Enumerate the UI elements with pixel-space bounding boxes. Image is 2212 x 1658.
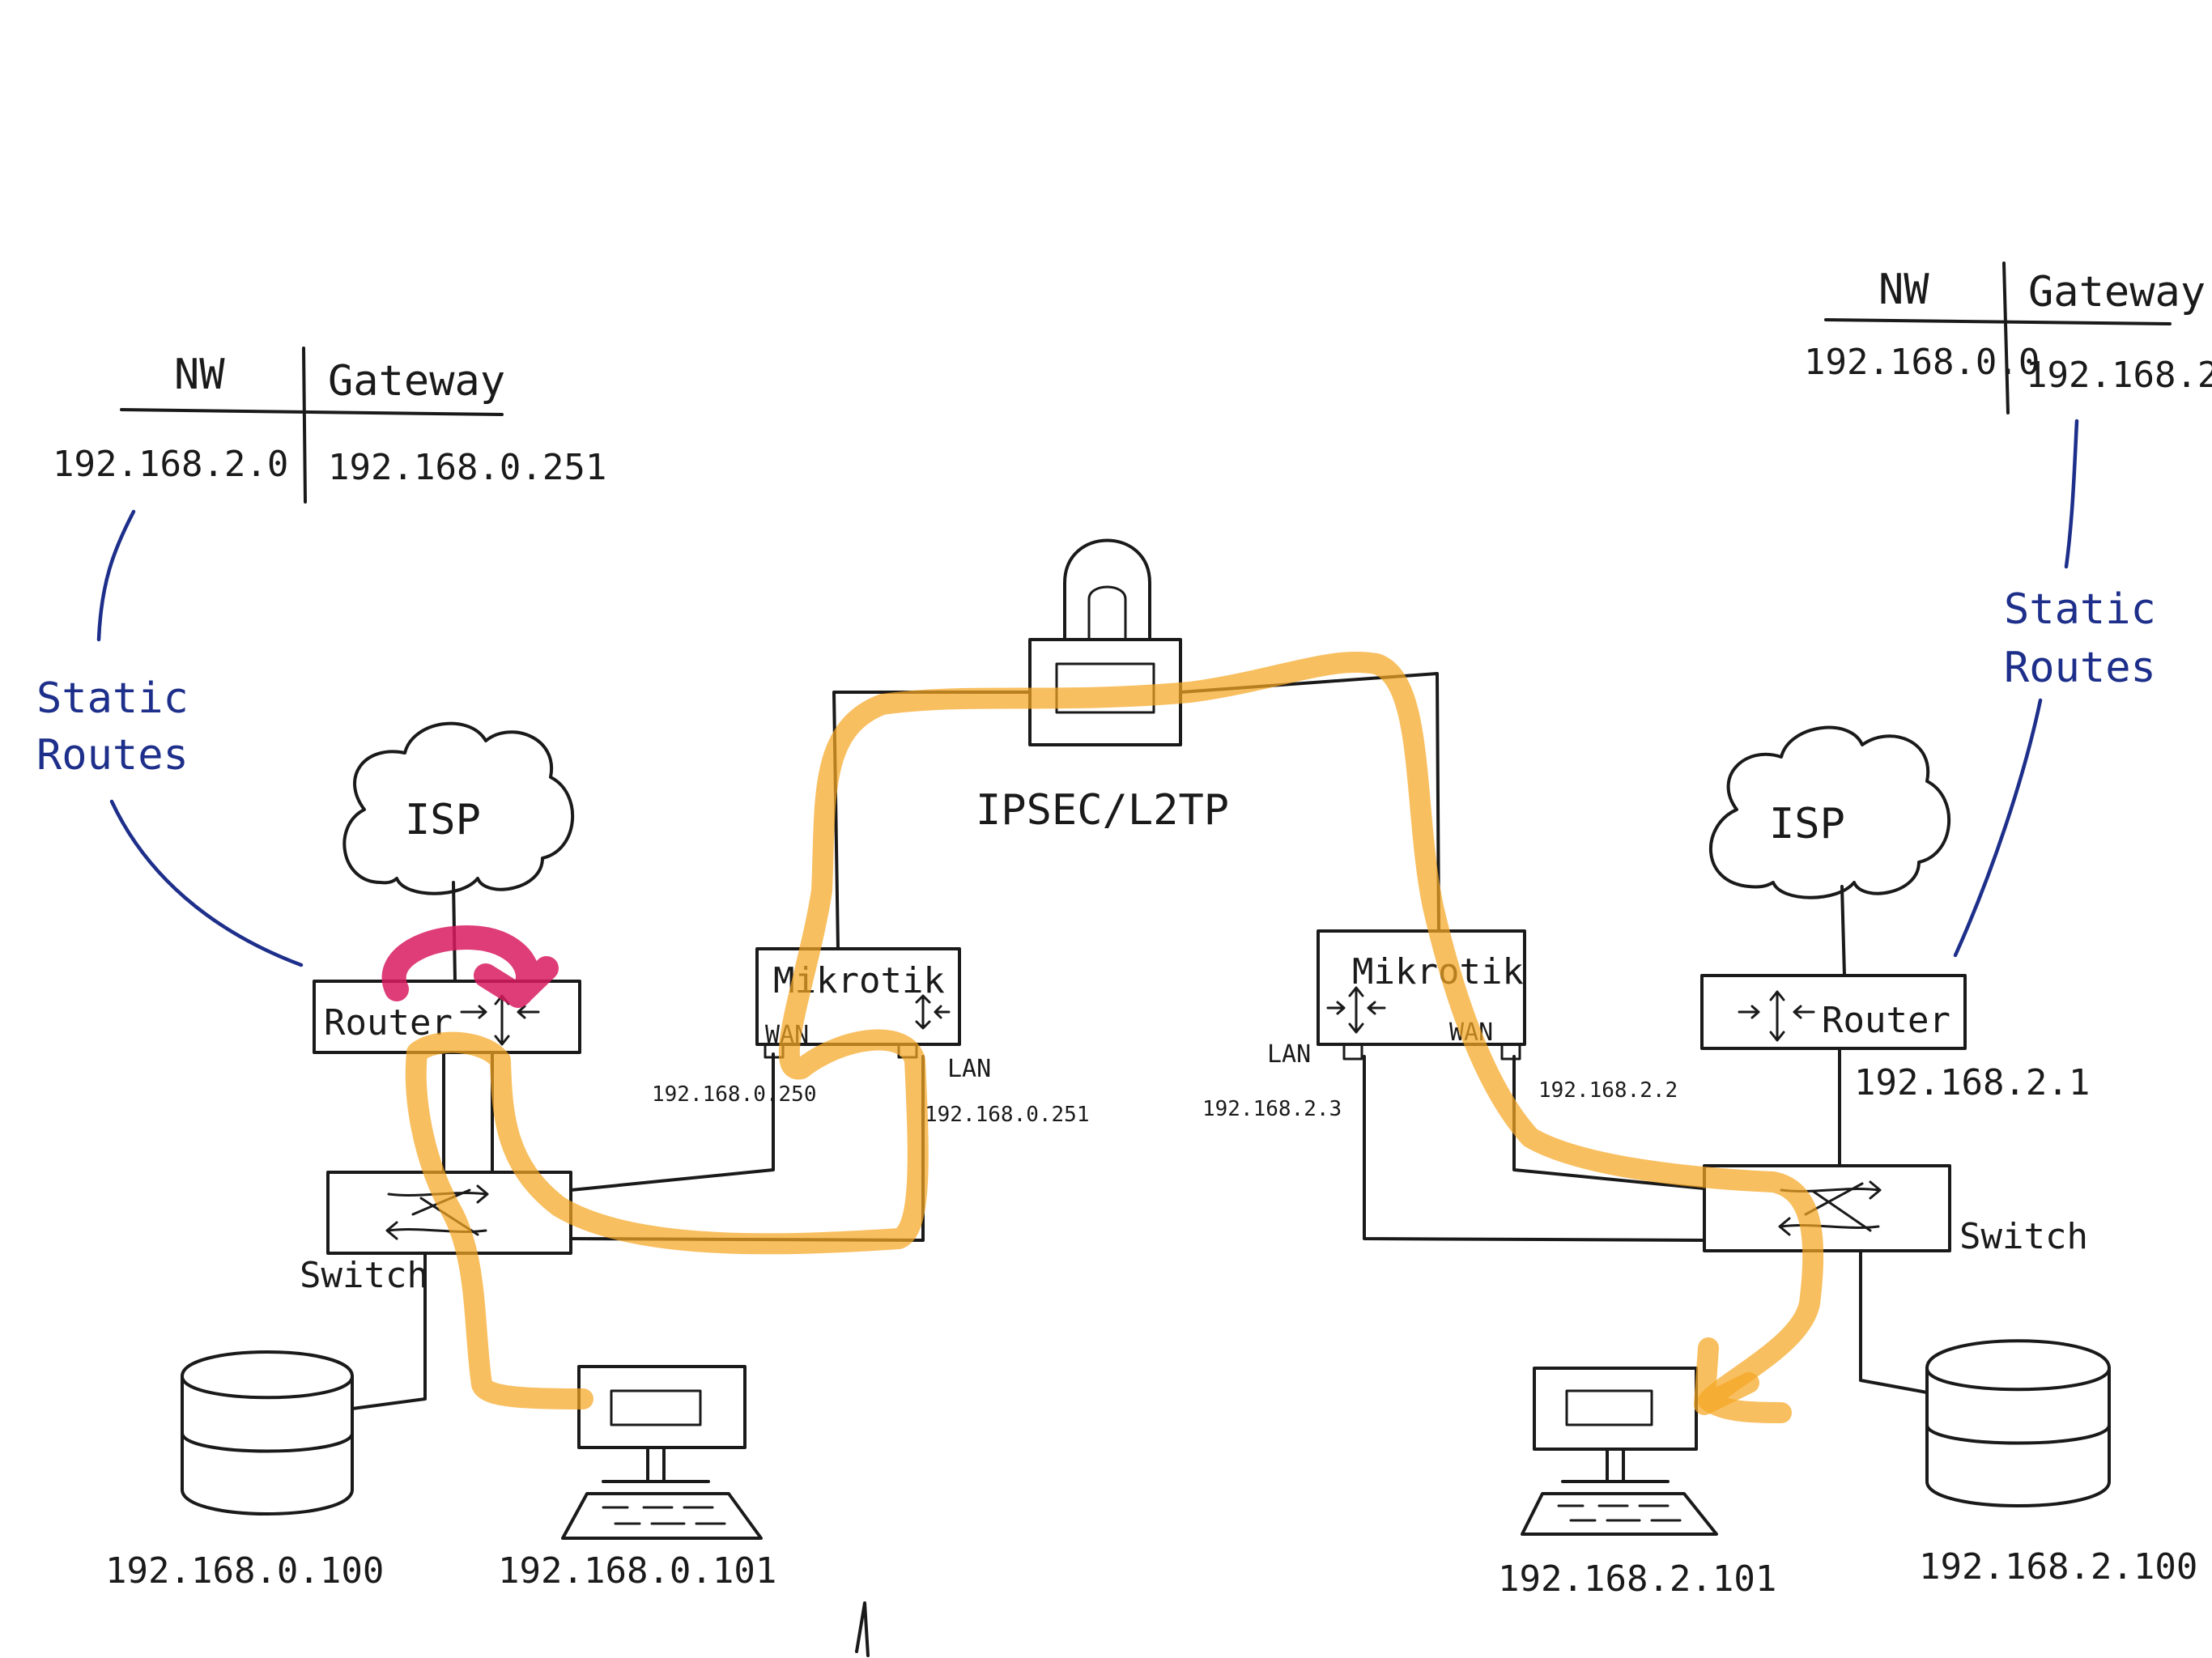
right-static-word-2: Routes (2004, 644, 2156, 692)
router-updown-icon (494, 994, 510, 1046)
lock-icon (1028, 538, 1182, 746)
traffic-path-arrowhead (1694, 1337, 1759, 1415)
left-static-line-bottom (109, 799, 304, 967)
left-static-routes: Static Routes (36, 509, 304, 967)
left-static-word-2: Routes (36, 731, 189, 780)
right-mikrotik-lan-ip: 192.168.2.3 (1202, 1097, 1342, 1121)
right-switch-label: Switch (1959, 1216, 2088, 1257)
right-mikrotik-lan-port (1342, 1043, 1363, 1061)
left-switch-label: Switch (300, 1255, 428, 1296)
left-router-loop-mark (381, 925, 559, 1008)
right-router-label: Router (1822, 1000, 1950, 1041)
right-isp-label: ISP (1769, 800, 1845, 848)
left-pc: 192.168.0.101 (498, 1365, 776, 1592)
server-icon (181, 1350, 354, 1516)
right-router-ip: 192.168.2.1 (1854, 1062, 2090, 1103)
right-table-hline (1824, 318, 2172, 325)
tunnel-label: IPSEC/L2TP (976, 786, 1229, 835)
router-inarrow-icon (1793, 1005, 1815, 1019)
mikrotik-arrows-icon (1326, 986, 1386, 1034)
right-route-table: NW Gateway 192.168.0.0 192.168.2.3 (1804, 261, 2212, 414)
left-table-hline (120, 408, 504, 416)
left-table-vline (302, 346, 307, 504)
left-route-table: NW Gateway 192.168.2.0 192.168.0.251 (53, 346, 606, 504)
left-isp-label: ISP (405, 796, 481, 844)
right-pc-ip: 192.168.2.101 (1498, 1558, 1776, 1600)
right-static-line-top (2064, 419, 2079, 569)
pc-icon (561, 1365, 763, 1540)
right-table-gateway: 192.168.2.3 (2026, 355, 2212, 396)
right-isp-cloud: ISP (1709, 725, 1951, 977)
left-table-nw: 192.168.2.0 (53, 444, 288, 485)
left-table-col-gateway: Gateway (328, 357, 505, 406)
right-table-nw: 192.168.0.0 (1804, 342, 2040, 383)
router-arrows-icon (460, 1005, 487, 1019)
cloud-icon (342, 721, 575, 895)
pc-icon (1521, 1367, 1718, 1536)
right-switch-box (1703, 1164, 1951, 1252)
left-server-link (351, 1252, 427, 1410)
left-server-ip: 192.168.0.100 (105, 1550, 384, 1592)
right-mikrotik-box (1317, 929, 1526, 1046)
traffic-path (405, 652, 1824, 1423)
right-server-link (1859, 1249, 1929, 1394)
right-switch: Switch (1703, 1164, 2088, 1257)
right-table-col-nw: NW (1878, 266, 1929, 314)
left-static-line-top (96, 509, 136, 642)
right-switch-mikrotik-wan-link (1512, 1055, 1706, 1190)
right-mikrotik: Mikrotik LAN WAN 192.168.2.3 192.168.2.2 (1202, 929, 1678, 1121)
stray-stroke (855, 1601, 870, 1657)
right-server-ip: 192.168.2.100 (1919, 1546, 2197, 1588)
left-mikrotik-lan-ip: 192.168.0.251 (925, 1103, 1090, 1127)
right-isp-link (1840, 885, 1846, 977)
right-mikrotik-lan: LAN (1267, 1040, 1311, 1069)
cloud-icon (1709, 725, 1951, 899)
left-server: 192.168.0.100 (105, 1252, 427, 1592)
right-table-vline (2002, 261, 2010, 414)
switch-arrows-icon (1778, 1180, 1882, 1236)
left-switch-mikrotik-wan-link (569, 1052, 775, 1192)
right-server: 192.168.2.100 (1859, 1249, 2197, 1588)
left-static-word-1: Static (36, 674, 189, 723)
right-static-line-bottom (1953, 698, 2043, 958)
left-table-gateway: 192.168.0.251 (328, 447, 606, 488)
left-mikrotik-lan: LAN (947, 1055, 991, 1083)
right-table-col-gateway: Gateway (2028, 268, 2206, 317)
right-static-word-1: Static (2004, 585, 2156, 634)
router-arrows-icon (1738, 1005, 1760, 1019)
right-static-routes: Static Routes (1953, 419, 2156, 958)
right-router-box (1700, 974, 1967, 1050)
right-switch-mikrotik-lan-link (1363, 1055, 1706, 1242)
server-icon (1925, 1339, 2111, 1507)
left-table-col-nw: NW (174, 351, 225, 399)
right-router: Router 192.168.2.1 (1700, 974, 2090, 1103)
right-mikrotik-wan-ip: 192.168.2.2 (1538, 1078, 1678, 1103)
router-updown-icon (1769, 990, 1785, 1042)
left-pc-ip: 192.168.0.101 (498, 1550, 776, 1592)
mikrotik-arrows-icon (915, 994, 951, 1030)
right-mikrotik-wan-port (1500, 1043, 1521, 1061)
right-pc: 192.168.2.101 (1498, 1367, 1776, 1600)
router-inarrow-icon (517, 1005, 540, 1019)
left-mikrotik-wan-ip: 192.168.0.250 (652, 1082, 817, 1107)
